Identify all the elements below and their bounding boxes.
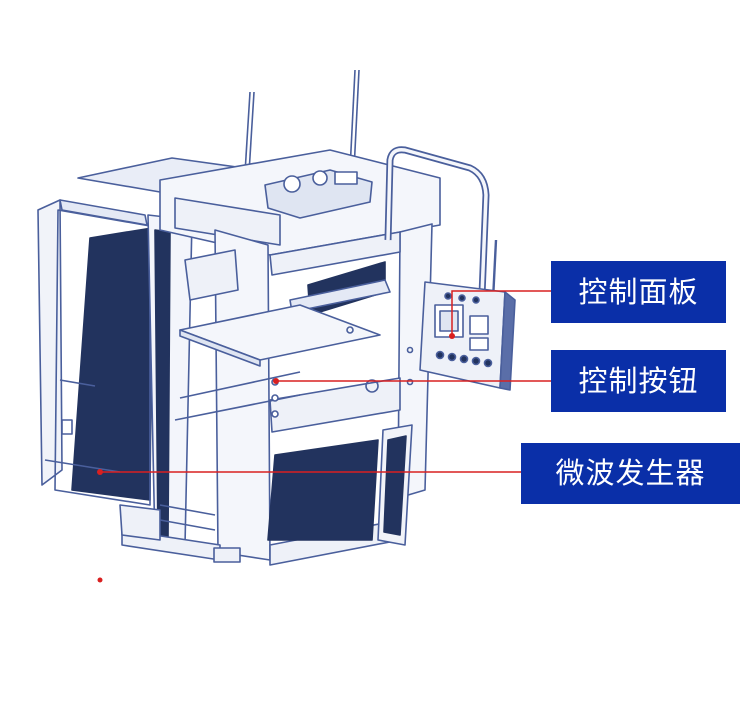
lower-left-structure	[119, 504, 216, 541]
left-dark-panel	[71, 227, 153, 501]
label-control-panel: 控制面板	[551, 261, 726, 323]
leader-dot-microwave-generator	[97, 469, 103, 475]
leader-dot-control-buttons	[273, 378, 279, 384]
work-table	[174, 249, 381, 421]
left-side-frame	[44, 209, 151, 506]
right-door	[377, 424, 413, 546]
stray-red-dot	[97, 577, 103, 583]
leader-dot-control-panel	[449, 333, 455, 339]
leader-lines	[100, 290, 551, 473]
label-microwave-generator: 微波发生器	[521, 443, 740, 504]
press-platen	[289, 261, 391, 316]
label-control-buttons: 控制按钮	[551, 350, 726, 412]
generator-dark-panel	[267, 439, 379, 541]
top-mechanism	[264, 169, 373, 219]
control-panel-box	[419, 281, 516, 391]
leader-line-control-panel	[451, 290, 551, 336]
